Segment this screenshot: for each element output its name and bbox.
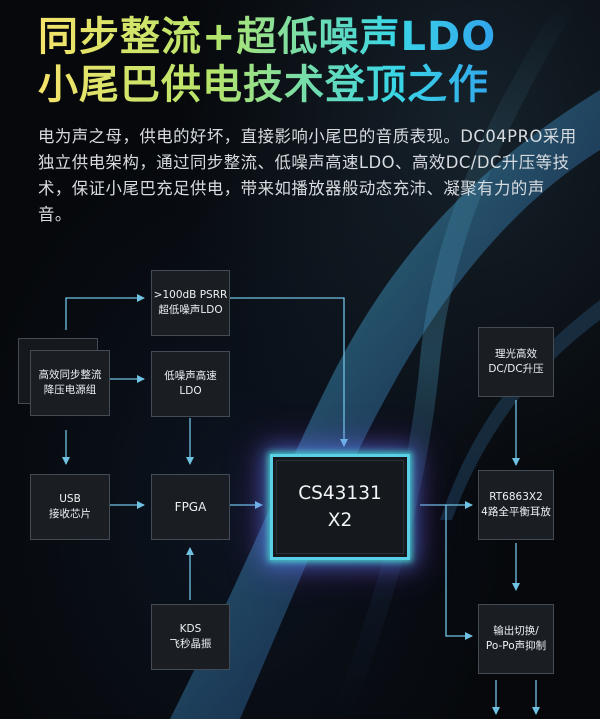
- sync-rect-line2: 降压电源组: [43, 384, 97, 396]
- kds-line1: KDS: [179, 623, 202, 635]
- page-title-line2: 小尾巴供电技术登顶之作: [38, 62, 578, 108]
- dcdc-line2: DC/DC升压: [488, 363, 544, 375]
- arrow-psrr-to-dac: [226, 297, 348, 447]
- output-line2: Po-Po声抑制: [485, 640, 547, 652]
- low-noise-ldo-line1: 低噪声高速: [164, 370, 217, 382]
- dac-chip: CS43131 X2: [270, 454, 410, 560]
- fpga-label: FPGA: [174, 499, 207, 514]
- output-line1: 输出切换/: [493, 625, 539, 637]
- headphone-amp-box: RT6863X2 4路全平衡耳放: [478, 470, 554, 540]
- low-noise-ldo-box: 低噪声高速 LDO: [151, 351, 230, 417]
- sync-rect-box: 高效同步整流 降压电源组: [30, 350, 110, 416]
- dac-count: X2: [327, 510, 353, 531]
- amp-line2: 4路全平衡耳放: [481, 506, 551, 518]
- intro-paragraph: 电为声之母，供电的好坏，直接影响小尾巴的音质表现。DC04PRO采用独立供电架构…: [38, 127, 577, 224]
- kds-line2: 飞秒晶振: [169, 638, 212, 650]
- kds-oscillator-box: KDS 飞秒晶振: [151, 604, 230, 670]
- arrow-sync-to-psrr: [65, 294, 145, 330]
- usb-receiver-box: USB 接收芯片: [30, 474, 110, 540]
- output-switch-box: 输出切换/ Po-Po声抑制: [478, 604, 554, 674]
- dac-model: CS43131: [298, 483, 382, 504]
- usb-line1: USB: [59, 493, 81, 505]
- low-noise-ldo-line2: LDO: [179, 385, 202, 397]
- psrr-ldo-line1: >100dB PSRR: [153, 289, 228, 301]
- psrr-ldo-line2: 超低噪声LDO: [158, 304, 223, 316]
- dac-chip-inner-border: [276, 460, 404, 554]
- page-title-line1: 同步整流+超低噪声LDO: [38, 14, 578, 60]
- dcdc-line1: 理光高效: [495, 348, 537, 360]
- sync-rect-line1: 高效同步整流: [38, 369, 102, 381]
- fpga-box: FPGA: [151, 474, 230, 540]
- psrr-ldo-box: >100dB PSRR 超低噪声LDO: [151, 270, 230, 336]
- arrow-dac-to-output: [445, 505, 473, 640]
- dcdc-boost-box: 理光高效 DC/DC升压: [478, 327, 554, 397]
- amp-line1: RT6863X2: [489, 491, 543, 503]
- usb-line2: 接收芯片: [49, 508, 91, 520]
